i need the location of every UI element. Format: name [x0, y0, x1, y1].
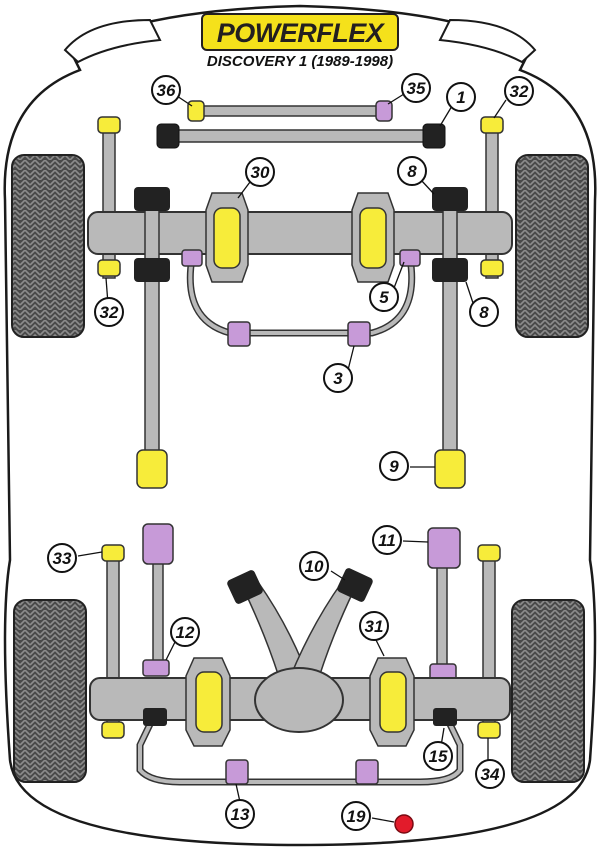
front-axle-beam [87, 211, 513, 255]
rear-spring-mount-left [185, 657, 231, 747]
callout-label: 9 [389, 457, 399, 476]
tyre-front-right [515, 154, 589, 338]
callout-10: 10 [299, 551, 329, 581]
callout-label: 31 [365, 617, 384, 636]
rear-spring-mount-right [369, 657, 415, 747]
callout-11: 11 [372, 525, 402, 555]
callout-30: 30 [245, 157, 275, 187]
rear-trailing-link-right [427, 527, 461, 681]
brand-logo: POWERFLEX [201, 13, 399, 51]
callout-32b: 32 [94, 297, 124, 327]
logo-text: POWERFLEX [217, 18, 386, 48]
callout-5: 5 [369, 282, 399, 312]
front-panhard-rod [187, 100, 393, 122]
callout-32a: 32 [504, 76, 534, 106]
callout-label: 35 [407, 79, 426, 98]
callout-label: 1 [456, 88, 465, 107]
tyre-rear-right [511, 599, 585, 783]
callout-label: 13 [231, 805, 250, 824]
callout-36: 36 [151, 75, 181, 105]
rear-trailing-link-left [142, 523, 174, 677]
callout-label: 8 [479, 303, 489, 322]
callout-label: 5 [379, 288, 389, 307]
tyre-rear-left [13, 599, 87, 783]
red-button-icon [394, 814, 414, 834]
callout-19: 19 [341, 801, 371, 831]
front-spring-mount-right [351, 192, 395, 283]
callout-13: 13 [225, 799, 255, 829]
callout-15: 15 [423, 741, 453, 771]
callout-label: 11 [378, 531, 396, 550]
front-spring-mount-left [205, 192, 249, 283]
callout-label: 36 [157, 81, 176, 100]
front-anti-roll-bar [181, 249, 421, 347]
callout-label: 34 [481, 765, 500, 784]
callout-33: 33 [47, 543, 77, 573]
callout-label: 8 [407, 162, 417, 181]
callout-8b: 8 [469, 297, 499, 327]
callout-label: 32 [510, 82, 529, 101]
rear-a-frame [227, 568, 373, 691]
callout-label: 32 [100, 303, 119, 322]
page-subtitle: DISCOVERY 1 (1989-1998) [207, 53, 393, 70]
callout-label: 10 [305, 557, 324, 576]
rear-anti-roll-bar [136, 708, 464, 786]
callout-12: 12 [170, 617, 200, 647]
callout-1: 1 [446, 82, 476, 112]
rear-differential [254, 667, 344, 733]
front-radius-bar [156, 123, 446, 149]
front-radius-arm-right [432, 187, 468, 489]
callout-label: 12 [176, 623, 195, 642]
leader-lines [77, 93, 507, 823]
callout-label: 33 [53, 549, 72, 568]
callout-3: 3 [323, 363, 353, 393]
tyre-front-left [11, 154, 85, 338]
callout-label: 19 [347, 807, 366, 826]
callout-label: 3 [333, 369, 343, 388]
callout-8a: 8 [397, 156, 427, 186]
callout-34: 34 [475, 759, 505, 789]
callout-9: 9 [379, 451, 409, 481]
callout-label: 30 [251, 163, 270, 182]
callout-35: 35 [401, 73, 431, 103]
front-radius-arm-left [134, 187, 170, 489]
callout-31: 31 [359, 611, 389, 641]
callout-label: 15 [429, 747, 448, 766]
